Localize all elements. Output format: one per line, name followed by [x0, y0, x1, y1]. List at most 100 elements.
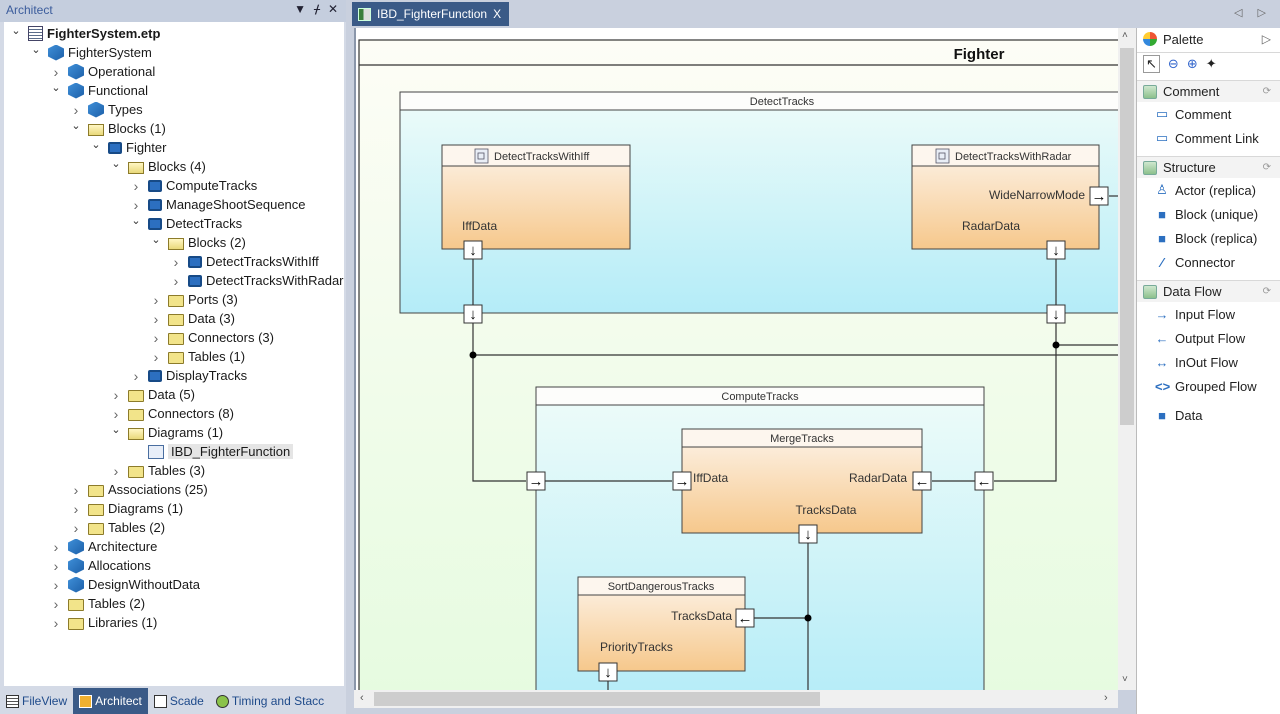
tree-item[interactable]: ›Connectors (8) [110, 404, 234, 423]
chevron-right-icon[interactable]: › [53, 557, 59, 574]
zoom-out-icon[interactable]: ⊖ [1167, 55, 1179, 71]
tree-item[interactable]: ›Tables (2) [50, 594, 145, 613]
tree-item[interactable]: ›Ports (3) [150, 290, 238, 309]
tree-item[interactable]: ›Libraries (1) [50, 613, 158, 632]
tree-item[interactable]: ›Tables (2) [70, 518, 165, 537]
chevron-right-icon[interactable]: › [153, 291, 159, 308]
tree-item[interactable]: ›Tables (1) [150, 347, 245, 366]
chevron-right-icon[interactable]: › [53, 576, 59, 593]
chevron-right-icon[interactable]: › [53, 538, 59, 555]
chevron-right-icon[interactable]: › [153, 310, 159, 327]
palette-item-input-flow[interactable]: →Input Flow [1155, 304, 1235, 324]
close-tab-icon[interactable]: X [493, 7, 502, 21]
port-down-icon[interactable]: ↓ [798, 524, 818, 544]
pin-icon[interactable]: ᚋ [313, 2, 320, 16]
chevron-down-icon[interactable]: ⌄ [71, 120, 81, 132]
port-down-icon[interactable]: ↓ [598, 662, 618, 682]
tree-item[interactable]: ⌄FighterSystem [30, 43, 152, 62]
port-down-icon[interactable]: ↓ [463, 240, 483, 260]
tree-item[interactable]: ›Data (3) [150, 309, 235, 328]
chevron-right-icon[interactable]: › [53, 614, 59, 631]
drawer-toggle-icon[interactable]: ⟳ [1262, 86, 1271, 97]
drawer-toggle-icon[interactable]: ⟳ [1262, 162, 1271, 173]
tree-item[interactable]: ›Allocations [50, 556, 151, 575]
port-left-icon[interactable]: ← [912, 471, 932, 491]
horizontal-scroll-thumb[interactable] [374, 692, 820, 706]
port-right-icon[interactable]: → [1089, 186, 1109, 206]
chevron-right-icon[interactable]: › [133, 367, 139, 384]
chevron-down-icon[interactable]: ⌄ [151, 234, 161, 246]
vertical-scrollbar[interactable]: ˄ ˅ [1118, 28, 1136, 690]
zoom-in-icon[interactable]: ⊕ [1186, 55, 1198, 71]
tree-item[interactable]: ›Diagrams (1) [70, 499, 183, 518]
palette-item-grouped-flow[interactable]: <>Grouped Flow [1155, 376, 1257, 396]
tree-item[interactable]: ⌄FighterSystem.etp [10, 24, 160, 43]
tab-ibd-fighterfunction[interactable]: IBD_FighterFunction X [352, 2, 510, 26]
horizontal-scrollbar[interactable]: ‹ › [354, 690, 1118, 708]
tree-item[interactable]: ⌄Diagrams (1) [110, 423, 223, 442]
pan-icon[interactable]: ✦ [1205, 55, 1217, 71]
port-right-icon[interactable]: → [672, 471, 692, 491]
chevron-right-icon[interactable]: › [73, 481, 79, 498]
tree-item[interactable]: IBD_FighterFunction [130, 442, 294, 461]
tab-timing[interactable]: Timing and Stacc [210, 688, 330, 714]
chevron-right-icon[interactable]: › [133, 196, 139, 213]
chevron-right-icon[interactable]: › [73, 101, 79, 118]
chevron-down-icon[interactable]: ⌄ [111, 158, 121, 170]
port-left-icon[interactable]: ← [735, 608, 755, 628]
palette-drawer-structure[interactable]: Structure⟳ [1137, 156, 1280, 178]
port-left-icon[interactable]: ← [974, 471, 994, 491]
scroll-left-icon[interactable]: ‹ [360, 692, 364, 704]
tab-fileview[interactable]: FileView [0, 688, 73, 714]
palette-item-output-flow[interactable]: ←Output Flow [1155, 328, 1246, 348]
select-icon[interactable]: ↖ [1143, 54, 1160, 73]
dropdown-icon[interactable]: ▼ [294, 2, 306, 16]
tab-scade[interactable]: Scade [148, 688, 210, 714]
palette-drawer-data-flow[interactable]: Data Flow⟳ [1137, 280, 1280, 302]
palette-header[interactable]: Palette ▷ [1137, 28, 1280, 50]
tree-item[interactable]: ›DisplayTracks [130, 366, 248, 385]
chevron-down-icon[interactable]: ⌄ [51, 82, 61, 94]
chevron-down-icon[interactable]: ⌄ [31, 44, 41, 56]
tree-item[interactable]: ⌄Fighter [90, 138, 166, 157]
palette-item-data[interactable]: ■Data [1155, 405, 1202, 425]
drawer-toggle-icon[interactable]: ⟳ [1262, 286, 1271, 297]
tree-item[interactable]: ›Connectors (3) [150, 328, 274, 347]
vertical-scroll-thumb[interactable] [1120, 48, 1134, 425]
port-right-icon[interactable]: → [526, 471, 546, 491]
chevron-right-icon[interactable]: › [113, 462, 119, 479]
chevron-right-icon[interactable]: › [153, 348, 159, 365]
chevron-down-icon[interactable]: ⌄ [11, 25, 21, 37]
tree-item[interactable]: ⌄Blocks (4) [110, 157, 205, 176]
tree-item[interactable]: ⌄Blocks (1) [70, 119, 165, 138]
palette-item-inout-flow[interactable]: ↔InOut Flow [1155, 352, 1238, 372]
tree-item[interactable]: ⌄Functional [50, 81, 148, 100]
scroll-up-icon[interactable]: ˄ [1122, 30, 1128, 41]
tree-item[interactable]: ›DesignWithoutData [50, 575, 200, 594]
chevron-right-icon[interactable]: › [173, 272, 179, 289]
detecttrackswithradar-block[interactable]: DetectTracksWithRadar WideNarrowMode Rad… [911, 144, 1100, 250]
chevron-down-icon[interactable]: ⌄ [131, 215, 141, 227]
tree-item[interactable]: ›ManageShootSequence [130, 195, 306, 214]
sortdangeroustracks-block[interactable]: SortDangerousTracks TracksData PriorityT… [577, 576, 746, 672]
tree-item[interactable]: ⌄Blocks (2) [150, 233, 245, 252]
chevron-right-icon[interactable]: › [113, 386, 119, 403]
mergetracks-block[interactable]: MergeTracks IffData RadarData TracksData [681, 428, 923, 534]
detecttrackswithiff-block[interactable]: DetectTracksWithIff IffData [441, 144, 631, 250]
tree-item[interactable]: ›Architecture [50, 537, 157, 556]
palette-drawer-comment[interactable]: Comment⟳ [1137, 80, 1280, 102]
palette-item-actor-replica[interactable]: ♙Actor (replica) [1155, 180, 1256, 200]
tree-item[interactable]: ›DetectTracksWithRadar [170, 271, 344, 290]
chevron-right-icon[interactable]: › [53, 595, 59, 612]
tree-item[interactable]: ›DetectTracksWithIff [170, 252, 319, 271]
scroll-right-icon[interactable]: › [1104, 692, 1108, 704]
chevron-right-icon[interactable]: › [133, 177, 139, 194]
chevron-right-icon[interactable]: › [73, 500, 79, 517]
diagram-canvas[interactable]: Fighter DetectTracks DetectTracksWithIff… [354, 28, 1118, 690]
palette-item-comment[interactable]: ▭Comment [1155, 104, 1232, 124]
palette-item-block-replica[interactable]: ■Block (replica) [1155, 228, 1257, 248]
tree-item[interactable]: ›Data (5) [110, 385, 195, 404]
tree-item[interactable]: ⌄DetectTracks [130, 214, 242, 233]
chevron-right-icon[interactable]: › [53, 63, 59, 80]
port-down-icon[interactable]: ↓ [463, 304, 483, 324]
